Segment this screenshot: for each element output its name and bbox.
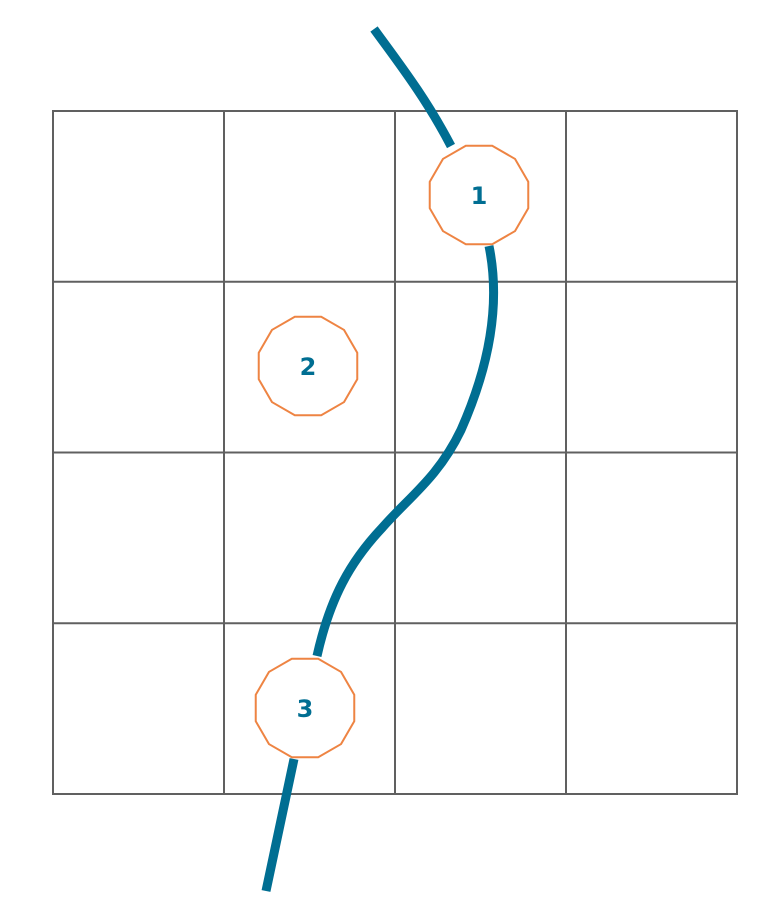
marker-1-outline [428, 144, 530, 246]
curve-path [261, 26, 499, 892]
marker-3: 3 [254, 657, 356, 759]
marker-2-label: 2 [300, 353, 317, 381]
marker-2-outline [257, 315, 359, 417]
marker-1-label: 1 [471, 182, 488, 210]
marker-3-label: 3 [297, 695, 314, 723]
marker-1: 1 [428, 144, 530, 246]
marker-2: 2 [257, 315, 359, 417]
grid [52, 110, 738, 795]
marker-3-outline [254, 657, 356, 759]
markers: 1 2 3 [254, 144, 530, 759]
